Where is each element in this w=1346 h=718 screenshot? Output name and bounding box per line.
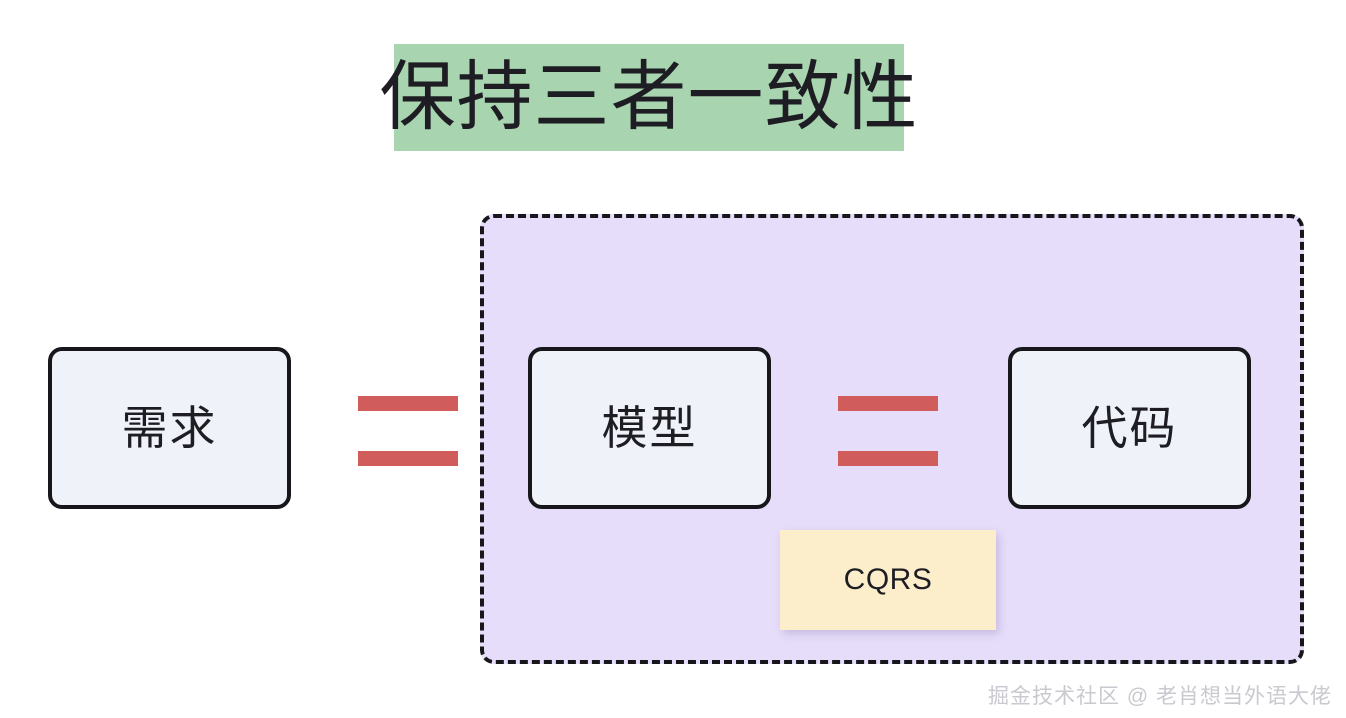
equals-bar-top: [838, 396, 938, 411]
equals-bar-bottom: [838, 451, 938, 466]
watermark-text: 掘金技术社区 @ 老肖想当外语大佬: [988, 685, 1332, 708]
node-requirement-label: 需求: [121, 402, 218, 454]
page-title: 保持三者一致性: [379, 54, 919, 140]
node-model[interactable]: 模型: [528, 347, 771, 509]
cqrs-note-label: CQRS: [843, 563, 933, 596]
equals-connector-model-code: [838, 396, 938, 466]
node-model-label: 模型: [601, 402, 698, 454]
node-code[interactable]: 代码: [1008, 347, 1251, 509]
equals-bar-bottom: [358, 451, 458, 466]
diagram-title-highlight: 保持三者一致性: [380, 44, 918, 151]
cqrs-sticky-note[interactable]: CQRS: [780, 530, 996, 630]
equals-connector-requirement-model: [358, 396, 458, 466]
node-requirement[interactable]: 需求: [48, 347, 291, 509]
equals-bar-top: [358, 396, 458, 411]
node-code-label: 代码: [1081, 402, 1178, 454]
